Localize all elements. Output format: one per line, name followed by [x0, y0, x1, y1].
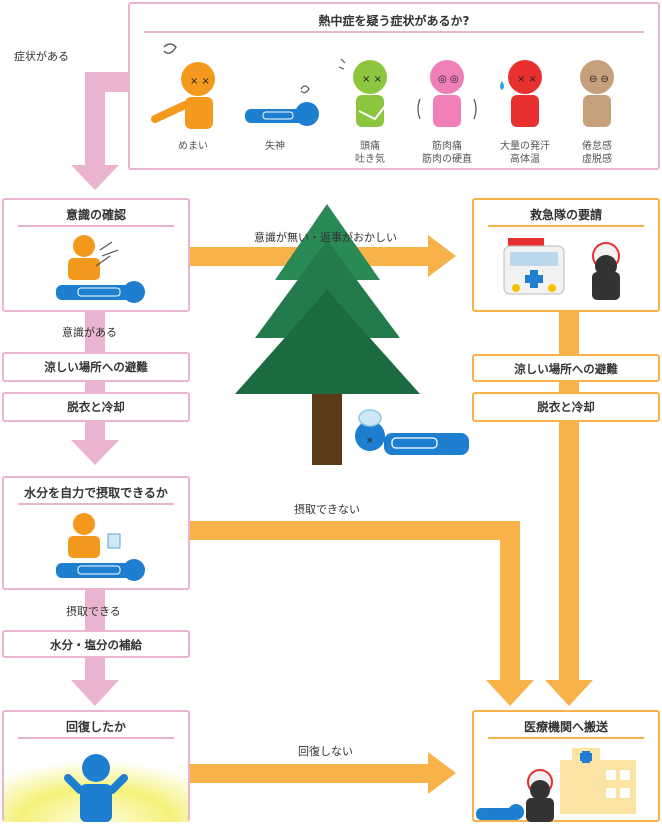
symptom-label: 頭痛 吐き気	[355, 141, 385, 165]
fatigue-figure-icon: ⊖ ⊖	[580, 60, 614, 127]
label-can-drink: 摂取できる	[66, 605, 121, 618]
hospital-icon	[476, 748, 636, 822]
label-conscious: 意識がある	[62, 326, 117, 339]
recovered-person-icon	[4, 740, 188, 822]
recovered-title: 回復したか	[65, 720, 126, 734]
svg-text:×: ×	[366, 436, 374, 446]
symptom-label: 倦怠感 虚脱感	[582, 141, 612, 165]
dizzy-figure-icon: × ×	[151, 43, 215, 129]
arrow-recovered-to-hospital	[190, 752, 456, 794]
fainting-figure-icon	[245, 85, 319, 126]
label-has-symptoms: 症状がある	[14, 50, 69, 63]
label-cannot-drink: 摂取できない	[294, 503, 360, 516]
symptoms-title: 熱中症を疑う症状があるか?	[318, 14, 470, 28]
drinking-person-icon	[56, 513, 145, 581]
water-box: 水分を自力で摂取できるか	[2, 476, 190, 590]
arrow-replenish-to-recovered	[71, 658, 119, 706]
symptom-label: 失神	[265, 141, 285, 152]
consciousness-box: 意識の確認	[2, 198, 190, 312]
symptom-label: 大量の発汗 高体温	[500, 141, 550, 165]
arrow-right-to-hospital	[545, 420, 593, 706]
svg-text:× ×: × ×	[517, 74, 537, 85]
arrow-water-to-hospital	[190, 521, 534, 706]
symptoms-box: 熱中症を疑う症状があるか? × × × × ◎ ◎ × ×	[128, 2, 660, 170]
arrow-segment	[85, 382, 105, 392]
step-cool-right: 涼しい場所への避難	[472, 354, 660, 382]
title-underline	[18, 737, 174, 739]
arrow-segment	[85, 590, 105, 630]
arrow-segment	[559, 382, 579, 392]
step-replenish: 水分・塩分の補給	[2, 630, 190, 658]
title-underline	[488, 225, 644, 227]
muscle-pain-figure-icon: ◎ ◎	[417, 60, 477, 127]
title-underline	[18, 225, 174, 227]
title-underline	[144, 31, 644, 33]
symptom-label: 筋肉痛 筋肉の硬直	[422, 141, 472, 165]
ambulance-title: 救急隊の要請	[529, 208, 602, 222]
arrow-segment	[559, 312, 579, 354]
svg-text:◎ ◎: ◎ ◎	[438, 74, 459, 85]
arrow-undress-to-water	[71, 420, 119, 465]
tree-middle	[255, 240, 400, 338]
tree-trunk	[312, 390, 342, 465]
water-title: 水分を自力で摂取できるか	[24, 486, 168, 500]
recovered-box: 回復したか	[2, 710, 190, 822]
hospital-box: 医療機関へ搬送	[472, 710, 660, 822]
step-undress-right: 脱衣と冷却	[472, 392, 660, 422]
step-undress-left: 脱衣と冷却	[2, 392, 190, 422]
sweating-figure-icon: × ×	[500, 60, 542, 127]
svg-text:× ×: × ×	[362, 74, 382, 85]
headache-figure-icon: × ×	[338, 58, 390, 127]
tree-illustration	[235, 204, 420, 465]
resting-person-illustration: ×	[355, 409, 469, 455]
label-not-recovered: 回復しない	[298, 745, 353, 758]
ambulance-icon	[503, 238, 620, 300]
title-underline	[18, 503, 174, 505]
checking-person-icon	[56, 235, 145, 303]
tree-bottom	[235, 290, 420, 394]
arrow-symptoms-to-consciousness	[71, 72, 128, 190]
step-cool-left: 涼しい場所への避難	[2, 352, 190, 382]
svg-text:× ×: × ×	[190, 76, 210, 87]
title-underline	[488, 737, 644, 739]
symptom-label: めまい	[178, 141, 208, 152]
ambulance-box: 救急隊の要請	[472, 198, 660, 312]
consciousness-title: 意識の確認	[65, 208, 126, 222]
svg-text:⊖ ⊖: ⊖ ⊖	[589, 74, 609, 85]
hospital-title: 医療機関へ搬送	[523, 720, 608, 734]
label-unconscious: 意識が無い・返事がおかしい	[254, 231, 397, 244]
arrow-segment	[85, 312, 105, 352]
